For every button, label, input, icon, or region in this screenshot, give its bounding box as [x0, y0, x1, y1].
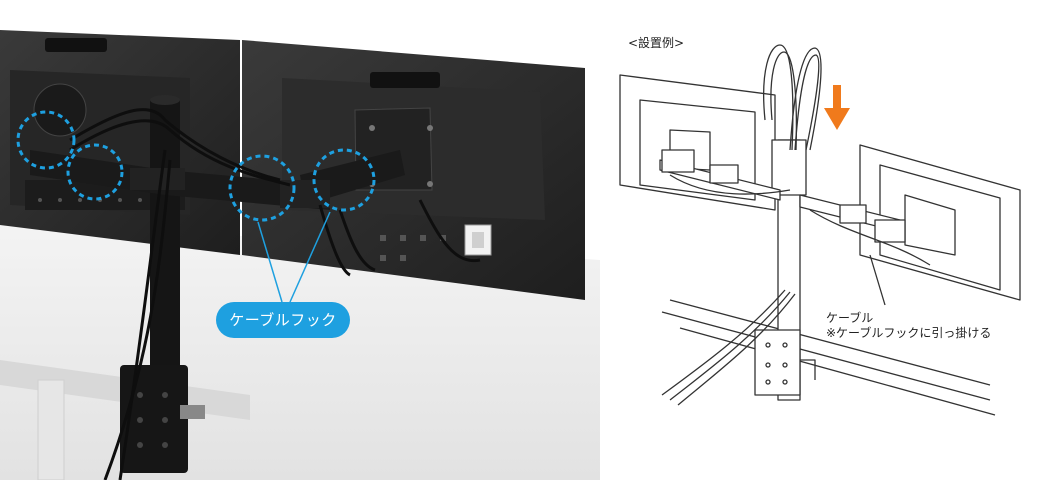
- desk-leg: [37, 379, 65, 480]
- cable-hook-highlights: [16, 110, 376, 222]
- clamp-drawing: [754, 329, 801, 396]
- cable-hook-note: ※ケーブルフックに引っ掛ける: [826, 326, 992, 340]
- hook-highlight-2: [66, 143, 124, 201]
- cable-hook-badge: ケーブルフック: [216, 302, 350, 338]
- example-label: <設置例>: [628, 36, 685, 50]
- cables: [69, 108, 481, 480]
- hook-highlight-4: [312, 148, 376, 212]
- desk-edge-top: [669, 299, 991, 386]
- installation-diagram: [600, 0, 1045, 480]
- diagram-drawing: [619, 44, 1021, 416]
- left-monitor: [0, 30, 240, 255]
- callout-leader: [869, 254, 886, 306]
- stand-pole: [150, 100, 180, 400]
- photo-illustration: [0, 30, 600, 480]
- hook-pointer-lines: [257, 211, 331, 303]
- down-arrow-icon: [824, 85, 850, 130]
- hook-highlight-3: [228, 154, 296, 222]
- hook-highlight-1: [16, 110, 76, 170]
- product-photo: ケーブルフック: [0, 30, 600, 480]
- desk-clamp: [120, 365, 188, 473]
- monitor-arms: [30, 150, 405, 210]
- right-monitor: [242, 40, 585, 300]
- cable-callout: ケーブル: [826, 311, 874, 325]
